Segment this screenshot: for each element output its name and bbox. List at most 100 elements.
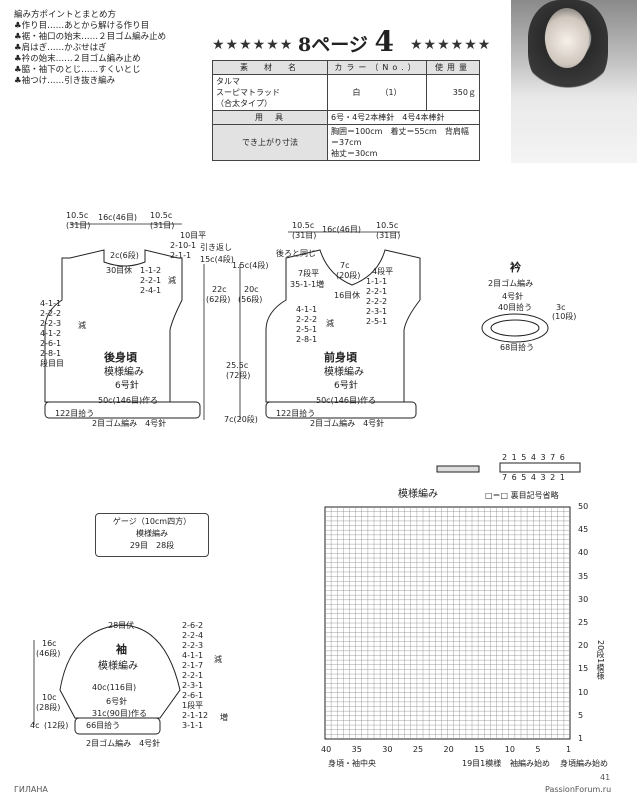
chart-row-tick: 45: [578, 525, 589, 535]
chart-row-tick: 30: [578, 594, 589, 604]
gauge-line2: 29目 28段: [129, 541, 175, 550]
vert-v7: 25.5c: [226, 361, 249, 370]
back-shoulder: 2c(6段): [110, 251, 139, 260]
back-shoulder-dec-label: 減: [168, 276, 176, 285]
chart-key-box: [436, 465, 480, 473]
front-piece-outline: [265, 249, 421, 403]
back-arm1: 4-1-1: [40, 299, 62, 308]
front-rib: 2目ゴム編み 4号針: [310, 419, 385, 428]
amount-cell: 350ｇ: [426, 74, 480, 111]
note-item: ♣脇・袖下のとじ……すくいとじ: [14, 65, 141, 75]
chart-col-tick: 20: [443, 745, 454, 754]
chart-row-tick: 20: [578, 641, 589, 651]
front-same: 後ろと同じ: [276, 249, 316, 258]
front-arm3: 2-5-1: [296, 325, 318, 334]
chart-col-tick: 15: [474, 745, 485, 754]
chart-col-tick: 5: [535, 745, 541, 754]
front-neck1: 2-2-1: [366, 287, 388, 296]
front-top-right2: (31目): [376, 231, 401, 240]
front-top-left: 10.5c: [292, 221, 315, 230]
sleeve-dec7: 2-3-1: [182, 681, 204, 690]
sleeve-width: 40c(116目): [92, 683, 137, 692]
sleeve-inc1: 2-1-12: [182, 711, 209, 720]
gauge-box: ゲージ（10cm四方） 模様編み 29目 28段: [95, 513, 209, 557]
sleeve-left-h3: 10c: [42, 693, 57, 702]
sleeve-top: 28目伏: [108, 621, 135, 630]
tools-label: 用 具: [212, 110, 328, 125]
back-arm7: 段目目: [40, 359, 64, 368]
collar-side2: (10段): [552, 312, 577, 321]
size-line: 袖丈＝30cm: [331, 149, 378, 158]
site-watermark: PassionForum.ru: [545, 785, 612, 794]
chart-col-tick: 1: [566, 745, 572, 754]
front-top-right: 10.5c: [376, 221, 399, 230]
sleeve-dec5: 2-1-7: [182, 661, 204, 670]
notes-heading: 編み方ポイントとまとめ方: [14, 10, 117, 20]
sleeve-dec1: 2-6-2: [182, 621, 204, 630]
vert-v1: 15c(4段): [200, 255, 234, 264]
sleeve-left-h: 16c: [42, 639, 57, 648]
back-shoulder-dec3: 2-4-1: [140, 286, 162, 295]
vert-v5: 20c: [244, 285, 259, 294]
back-top-right2: (31目): [150, 221, 175, 230]
front-needle: 6号針: [334, 381, 358, 391]
vert-v3: 22c: [212, 285, 227, 294]
sleeve-pick: 66目拾う: [86, 721, 121, 730]
chart-col-tick: 25: [412, 745, 424, 754]
back-arm3: 2-2-3: [40, 319, 62, 328]
back-shoulder-dec2: 2-2-1: [140, 276, 162, 285]
front-arm4: 2-8-1: [296, 335, 318, 344]
chart-row-tick: 25: [578, 618, 589, 627]
chart-bottom-label: 袖編み始め: [510, 759, 550, 768]
sleeve-rib: [74, 717, 161, 735]
back-cast: 50c(146目)作る: [98, 396, 159, 405]
sleeve-name: 袖: [116, 643, 127, 656]
materials-table: 素 材 名 カラー（No.） 使用量 タルマ スーピマトラッド （合太タイプ） …: [212, 60, 480, 161]
collar-ellipse-inner: [490, 319, 540, 337]
front-left-flat2: 35-1-1増: [290, 280, 325, 289]
front-pattern: 模様編み: [324, 367, 364, 378]
collar-pick-bottom: 68目拾う: [500, 343, 535, 352]
collar-ellipse-outer: [481, 313, 549, 343]
vert-v6: (56段): [238, 295, 263, 304]
front-arm-label: 減: [326, 319, 334, 328]
sleeve-left-h4: (28段): [36, 703, 61, 712]
chart-row-tick: 40: [578, 548, 589, 558]
chart-key-bottom: 7 6 5 4 3 2 1: [502, 473, 566, 482]
size-line: 胸囲＝100cm 着丈＝55cm 背肩幅＝37cm: [331, 127, 469, 147]
sleeve-inc-label: 増: [220, 713, 228, 722]
note-item: ♣作り目……あとから解ける作り目: [14, 21, 150, 31]
sleeve-left-h2: (46段): [36, 649, 61, 658]
front-top-mid: 16c(46目): [322, 225, 361, 234]
sleeve-dec-label: 減: [214, 655, 222, 664]
chart-bottom-label: 身頃編み始め: [560, 759, 608, 768]
stars-right: ★★★★★★: [410, 37, 492, 53]
back-name: 後身頃: [104, 351, 137, 364]
back-top-right: 10.5c: [150, 211, 173, 220]
front-neck-depth: 7c: [340, 261, 350, 270]
collar-side: 3c: [556, 303, 566, 312]
back-neck-rows: 10目平: [180, 231, 207, 240]
back-rib: [44, 401, 201, 419]
back-pick: 122目拾う: [55, 409, 95, 418]
back-pattern: 模様編み: [104, 367, 144, 378]
size-label: でき上がり寸法: [212, 124, 328, 161]
sleeve-outline: [59, 624, 181, 719]
size-value: 胸囲＝100cm 着丈＝55cm 背肩幅＝37cm 袖丈＝30cm: [327, 124, 480, 161]
front-arm1: 4-1-1: [296, 305, 318, 314]
knitting-notes: 編み方ポイントとまとめ方 ♣作り目……あとから解ける作り目 ♣裾・袖口の始末………: [14, 10, 166, 87]
page-number: 4: [374, 25, 394, 58]
collar-line2: 4号針: [502, 292, 524, 301]
page-number-footer: 41: [600, 773, 611, 782]
chart-key-grid: [499, 462, 581, 473]
chart-grid-lines: [325, 507, 570, 739]
chart-row-tick: 50: [578, 502, 589, 511]
back-top-left: 10.5c: [66, 211, 89, 220]
back-shoulder-dec1: 1-1-2: [140, 266, 162, 275]
yarn-line: タルマ: [216, 77, 240, 86]
sleeve-needle: 6号針: [106, 697, 128, 706]
note-item: ♣衿の始末……２目ゴム編み止め: [14, 54, 141, 64]
yarn-line: スーピマトラッド: [216, 88, 280, 97]
sleeve-dec3: 2-2-3: [182, 641, 204, 650]
